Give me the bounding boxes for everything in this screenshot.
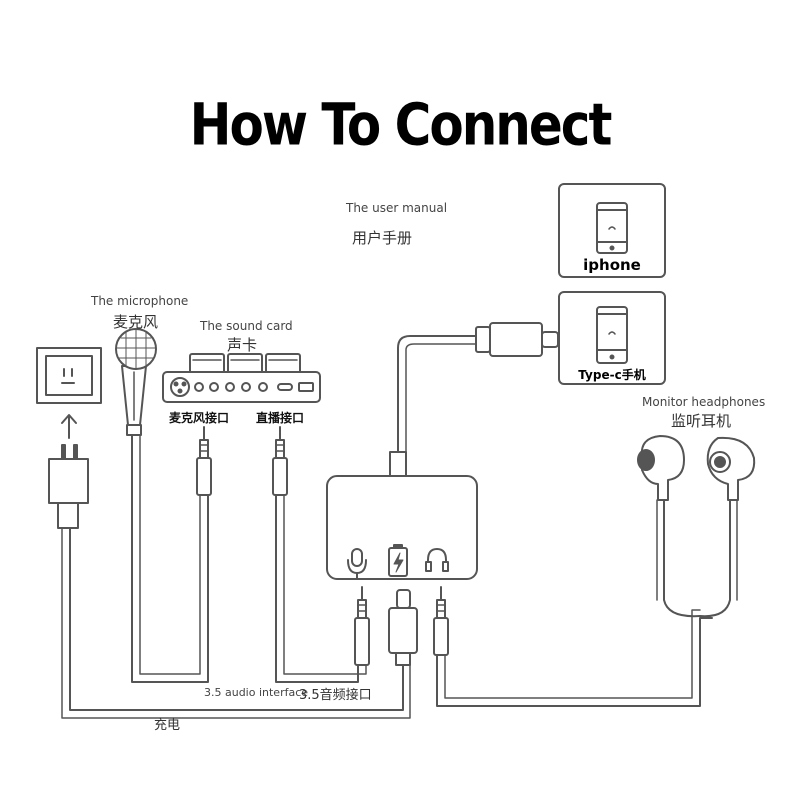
phone-icon [596,202,628,254]
phone-icon [596,306,628,364]
headphones-label-en: Monitor headphones [642,395,766,409]
sound-card-label-en: The sound card [200,319,293,333]
headphone-cable-right [699,499,731,618]
microphone-icon [115,328,157,436]
charging-cable [69,527,404,711]
adapter-typec-cable-inner [405,343,477,453]
iphone-label: iphone [583,256,641,274]
audio-jack-icon [272,426,288,496]
charging-cable-inner [61,527,411,719]
audio-jack-icon [196,426,212,496]
live-cable-inner [283,494,367,675]
earbud-icon [637,435,685,501]
earbud-icon [706,436,756,501]
typec-phone-label: Type-c手机 [578,368,646,382]
microphone-cable-inner [139,429,201,675]
sound-card-label-cn: 声卡 [227,336,258,354]
headphones-label-cn: 监听耳机 [671,412,732,430]
microphone-cable [131,429,209,683]
headphone-cable-main [436,617,713,707]
audio-jack-icon [433,586,449,656]
headphone-port-icon [425,548,449,572]
mic-port-label: 麦克风接口 [169,411,230,425]
headphone-cable-left [663,499,701,618]
audio-interface-label-en: 3.5 audio interface [204,686,309,699]
headphone-cable-inner [444,609,701,699]
usb-c-plug-icon [388,589,418,666]
microphone-label-en: The microphone [91,294,189,308]
up-arrow-icon [61,414,77,439]
usb-c-plug-icon [475,322,559,357]
typec-phone-box [558,291,666,385]
charge-port-icon [388,544,408,577]
live-port-label: 直播接口 [256,411,305,425]
audio-jack-icon [354,586,370,666]
mic-port-icon [347,548,367,580]
power-outlet-icon [36,347,102,404]
manual-label-en: The user manual [346,201,448,215]
audio-interface-label-cn: 3.5音频接口 [299,688,372,703]
iphone-box [558,183,666,278]
microphone-label-cn: 麦克风 [113,313,159,331]
power-plug-icon [48,444,89,529]
manual-label-cn: 用户手册 [352,229,413,247]
sound-card-icon [162,353,321,403]
adapter-typec-cable [397,335,477,453]
page-title: How To Connect [189,91,613,159]
adapter-hub-icon [326,451,478,580]
charging-label: 充电 [154,718,181,733]
